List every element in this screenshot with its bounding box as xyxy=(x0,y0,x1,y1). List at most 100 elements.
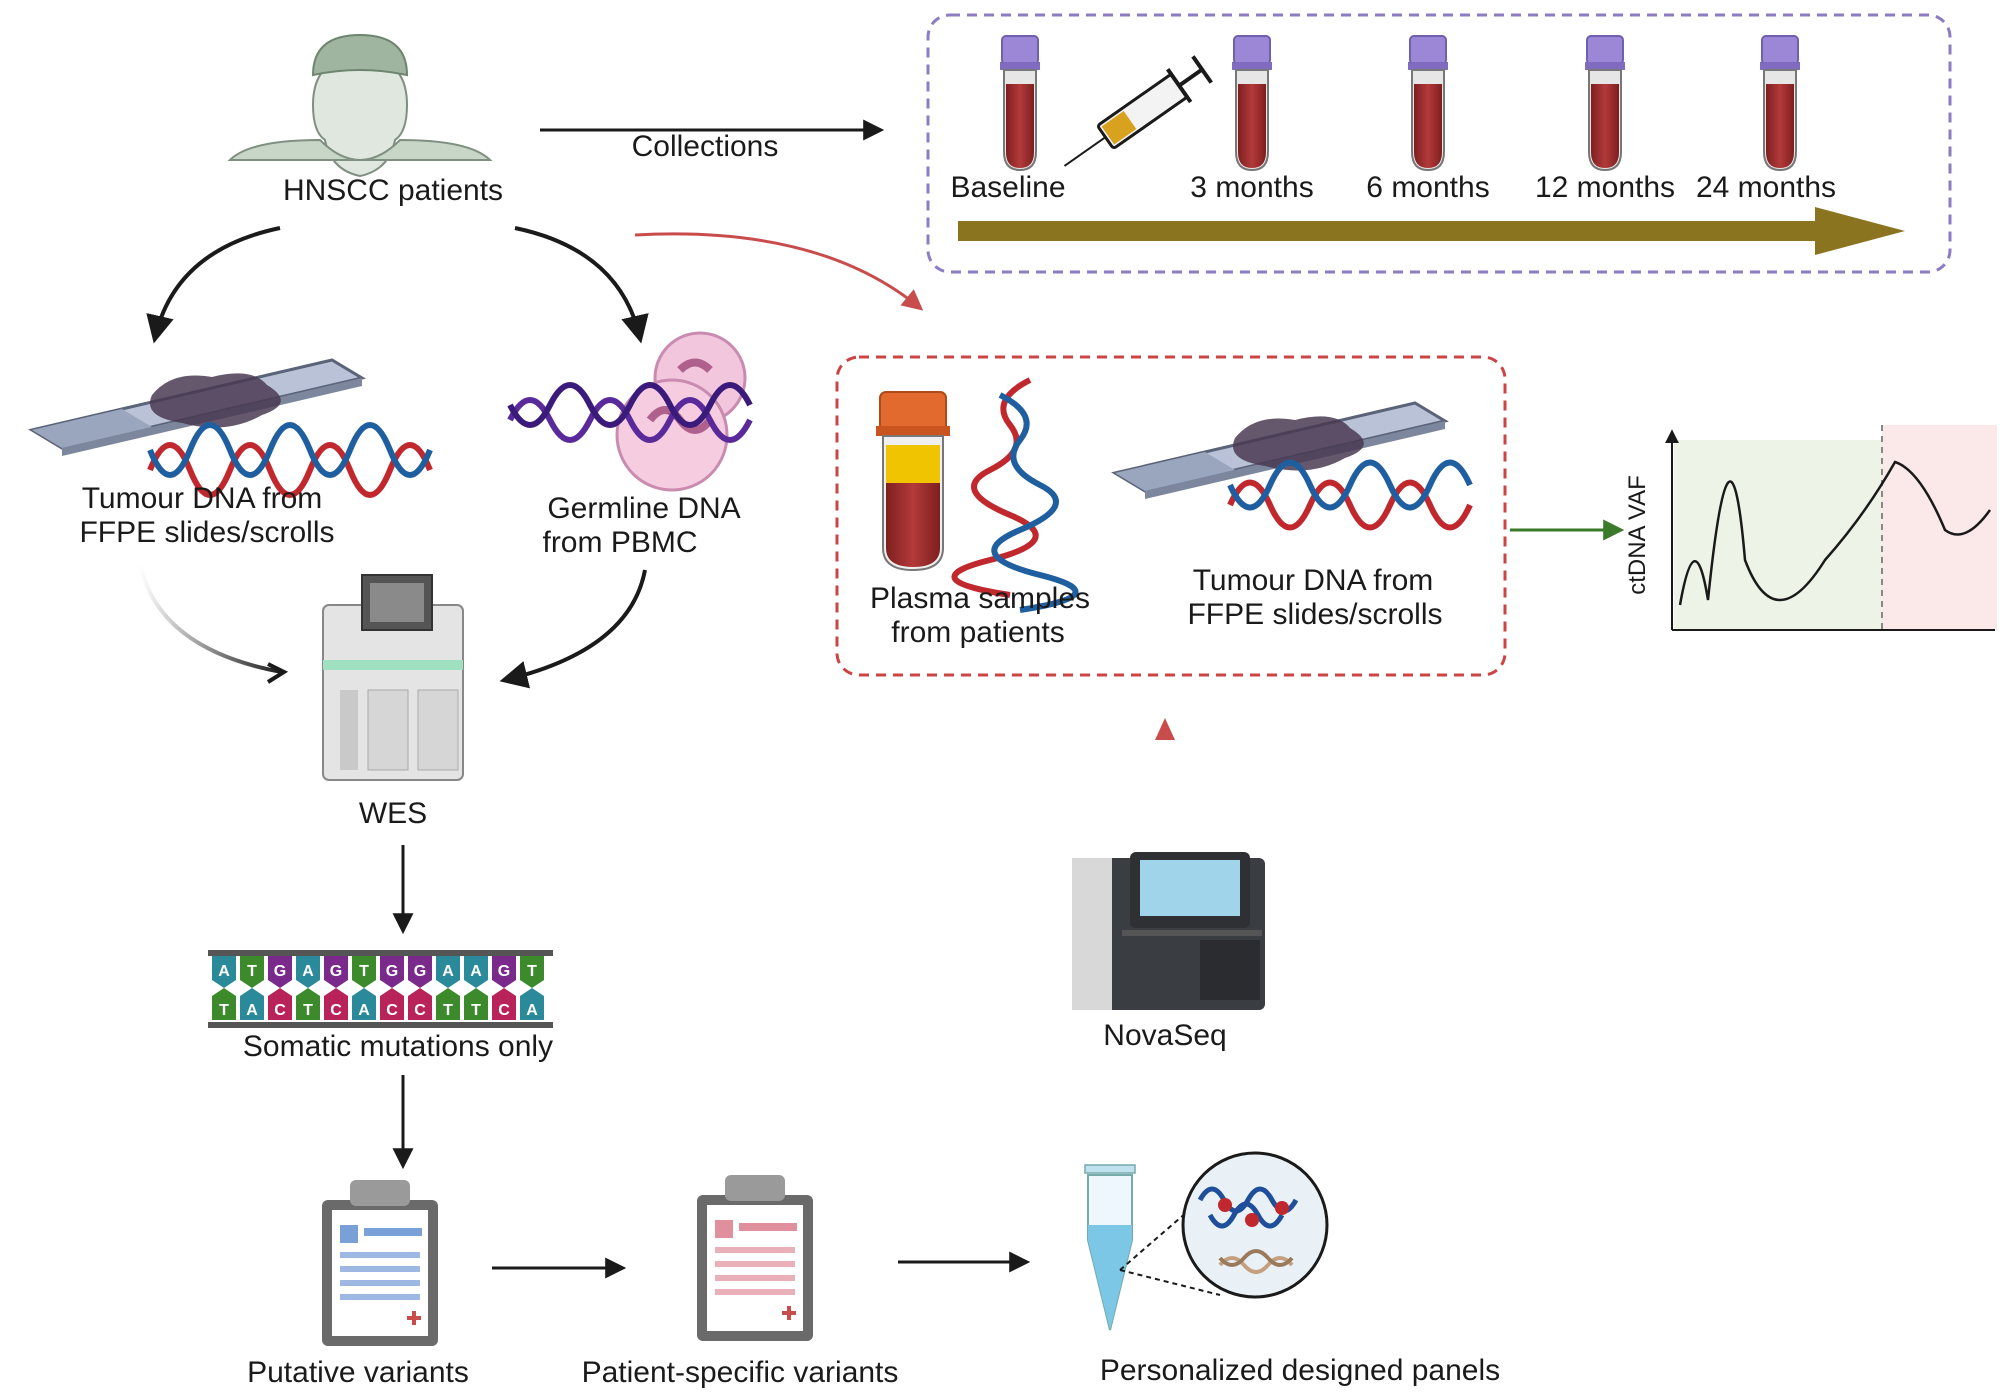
germline-dna-line1: Germline DNA xyxy=(547,492,740,525)
base-letter-bottom-5: A xyxy=(358,1002,370,1019)
base-letter-top-3: A xyxy=(302,963,314,980)
arrow-to-germline-dna xyxy=(514,226,649,344)
novaseq-label: NovaSeq xyxy=(1103,1019,1226,1052)
collections-label: Collections xyxy=(632,130,779,163)
putative-variants-label: Putative variants xyxy=(247,1356,469,1389)
ffpe-slide-right xyxy=(1113,401,1447,501)
base-letter-top-8: A xyxy=(442,963,454,980)
timepoint-3-months: 3 months xyxy=(1190,171,1313,204)
base-bottom-7 xyxy=(408,988,432,1020)
base-letter-top-10: G xyxy=(498,963,510,980)
base-top-1 xyxy=(240,956,264,988)
clipboard-putative-icon xyxy=(322,1180,438,1346)
base-letter-top-11: T xyxy=(527,963,537,980)
base-top-0 xyxy=(212,956,236,988)
base-bottom-6 xyxy=(380,988,404,1020)
vaf-axis-label: ctDNA VAF xyxy=(1624,475,1651,595)
base-letter-bottom-10: C xyxy=(498,1002,510,1019)
timepoint-baseline: Baseline xyxy=(950,171,1065,204)
base-bottom-2 xyxy=(268,988,292,1020)
germline-dna-line2: from PBMC xyxy=(542,526,697,559)
plasma-line1: Plasma samples xyxy=(870,582,1090,615)
base-letter-bottom-2: C xyxy=(274,1002,286,1019)
base-letter-top-9: A xyxy=(470,963,482,980)
timeline-arrow xyxy=(958,207,1905,255)
base-letter-bottom-1: A xyxy=(246,1002,258,1019)
arrow-tumour-to-wes xyxy=(138,564,283,674)
dna-helix-tumour-right xyxy=(1227,479,1473,531)
base-letter-bottom-8: T xyxy=(443,1002,453,1019)
base-top-8 xyxy=(436,956,460,988)
base-top-2 xyxy=(268,956,292,988)
tumour-dna-line1: Tumour DNA from xyxy=(82,482,323,515)
timepoint-12-months: 12 months xyxy=(1535,171,1675,204)
base-bottom-10 xyxy=(492,988,516,1020)
base-letter-bottom-4: C xyxy=(330,1002,342,1019)
plasma-tube-icon xyxy=(876,391,950,572)
blood-tube-6-months xyxy=(1407,35,1449,171)
base-top-10 xyxy=(492,956,516,988)
base-letter-bottom-7: C xyxy=(414,1002,426,1019)
plasma-line2: from patients xyxy=(891,616,1064,649)
base-letter-top-1: T xyxy=(247,963,257,980)
pbmc-cells-icon xyxy=(615,331,747,492)
tumour-dna-box-line1: Tumour DNA from xyxy=(1193,564,1434,597)
arrow-germline-to-wes xyxy=(499,569,647,689)
base-letter-bottom-6: C xyxy=(386,1002,398,1019)
base-top-6 xyxy=(380,956,404,988)
blood-tube-24-months xyxy=(1759,35,1801,171)
timepoint-6-months: 6 months xyxy=(1366,171,1489,204)
blood-tube-baseline xyxy=(999,35,1041,171)
panel-tube-icon xyxy=(1084,1164,1136,1331)
base-top-9 xyxy=(464,956,488,988)
base-letter-bottom-9: T xyxy=(471,1002,481,1019)
dna-helix-tumour-left xyxy=(147,442,433,498)
somatic-mutations-label: Somatic mutations only xyxy=(243,1030,553,1063)
syringe-icon xyxy=(1063,55,1213,167)
novaseq-sequencer-icon xyxy=(1072,852,1265,1010)
base-bottom-9 xyxy=(464,988,488,1020)
base-letter-top-0: A xyxy=(218,963,230,980)
ctdna-vaf-chart xyxy=(1665,425,1997,631)
personalized-panels-label: Personalized designed panels xyxy=(1100,1354,1500,1387)
base-bottom-5 xyxy=(352,988,376,1020)
base-letter-top-4: G xyxy=(330,963,342,980)
base-bottom-1 xyxy=(240,988,264,1020)
clipboard-patient-specific-icon xyxy=(697,1175,813,1341)
patient-specific-variants-label: Patient-specific variants xyxy=(582,1356,899,1389)
dna-helix-germline xyxy=(507,397,753,443)
base-letter-top-7: G xyxy=(414,963,426,980)
tumour-dna-line2: FFPE slides/scrolls xyxy=(79,516,334,549)
blood-tube-12-months xyxy=(1584,35,1626,171)
base-bottom-4 xyxy=(324,988,348,1020)
patient-figure xyxy=(227,33,493,178)
base-letter-bottom-11: A xyxy=(526,1002,538,1019)
timepoint-24-months: 24 months xyxy=(1696,171,1836,204)
patients-label: HNSCC patients xyxy=(283,174,503,207)
base-bottom-11 xyxy=(520,988,544,1020)
blood-tube-3-months xyxy=(1231,35,1273,171)
base-top-4 xyxy=(324,956,348,988)
base-letter-top-5: T xyxy=(359,963,369,980)
base-top-7 xyxy=(408,956,432,988)
base-letter-top-2: G xyxy=(274,963,286,980)
wes-label: WES xyxy=(359,797,427,830)
base-top-11 xyxy=(520,956,544,988)
arrow-to-plasma-box xyxy=(634,232,924,311)
probe-zoom-circle xyxy=(1181,1151,1329,1299)
plasma-tumour-box xyxy=(835,355,1507,677)
base-top-3 xyxy=(296,956,320,988)
base-bottom-8 xyxy=(436,988,460,1020)
base-bottom-3 xyxy=(296,988,320,1020)
base-letter-top-6: G xyxy=(386,963,398,980)
dna-helix-plasma xyxy=(951,377,1039,598)
base-bottom-0 xyxy=(212,988,236,1020)
wes-sequencer-icon xyxy=(322,574,464,781)
arrow-to-tumour-dna xyxy=(146,226,281,344)
base-top-5 xyxy=(352,956,376,988)
base-letter-bottom-3: T xyxy=(303,1002,313,1019)
tumour-dna-box-line2: FFPE slides/scrolls xyxy=(1187,598,1442,631)
base-letter-bottom-0: T xyxy=(219,1002,229,1019)
